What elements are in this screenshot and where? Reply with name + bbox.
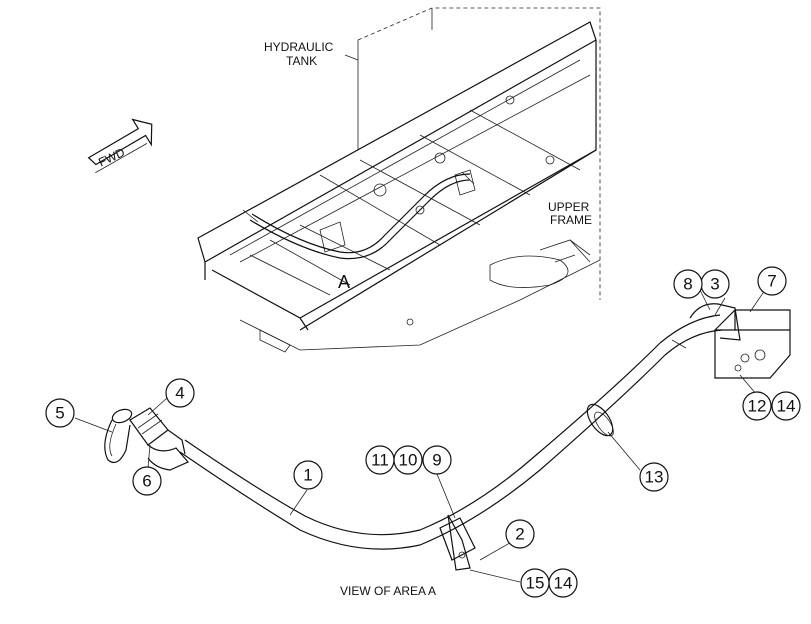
callout-8: 8 xyxy=(673,269,703,299)
callout-14-upper: 14 xyxy=(771,391,801,421)
svg-text:5: 5 xyxy=(55,404,64,423)
upper-frame-label-2: FRAME xyxy=(550,213,592,227)
svg-text:13: 13 xyxy=(645,468,664,487)
svg-text:4: 4 xyxy=(175,384,184,403)
svg-text:8: 8 xyxy=(683,275,692,294)
svg-text:14: 14 xyxy=(554,574,573,593)
svg-text:7: 7 xyxy=(767,272,776,291)
callout-5: 5 xyxy=(45,398,75,428)
fwd-label: FWD xyxy=(96,145,127,169)
svg-text:10: 10 xyxy=(399,451,418,470)
callout-11: 11 xyxy=(365,445,395,475)
svg-text:15: 15 xyxy=(526,574,545,593)
callout-4: 4 xyxy=(165,378,195,408)
svg-text:3: 3 xyxy=(710,275,719,294)
svg-text:12: 12 xyxy=(748,397,767,416)
view-caption: VIEW OF AREA A xyxy=(340,584,436,598)
hose-assembly-view xyxy=(104,303,791,571)
svg-text:6: 6 xyxy=(142,472,151,491)
callout-1: 1 xyxy=(293,460,323,490)
callout-6: 6 xyxy=(132,466,162,496)
svg-text:11: 11 xyxy=(371,451,389,470)
callout-10: 10 xyxy=(393,445,423,475)
callout-12: 12 xyxy=(742,391,772,421)
callout-9: 9 xyxy=(422,445,452,475)
callout-2: 2 xyxy=(505,519,535,549)
callout-14-lower: 14 xyxy=(548,568,578,598)
hydraulic-tank-label-1: HYDRAULIC xyxy=(264,40,334,54)
upper-frame-label-1: UPPER xyxy=(548,200,590,214)
callout-7: 7 xyxy=(757,266,787,296)
callout-13: 13 xyxy=(639,462,669,492)
svg-text:9: 9 xyxy=(432,451,441,470)
hydraulic-tank-label-2: TANK xyxy=(286,54,317,68)
area-a-marker: A xyxy=(338,272,350,292)
svg-text:2: 2 xyxy=(515,525,524,544)
callout-3: 3 xyxy=(700,269,730,299)
svg-text:1: 1 xyxy=(303,466,312,485)
svg-text:14: 14 xyxy=(777,397,796,416)
callout-15: 15 xyxy=(520,568,550,598)
fwd-arrow-icon: FWD xyxy=(87,118,153,174)
leader-lines xyxy=(74,289,766,583)
upper-frame-drawing xyxy=(197,7,601,353)
